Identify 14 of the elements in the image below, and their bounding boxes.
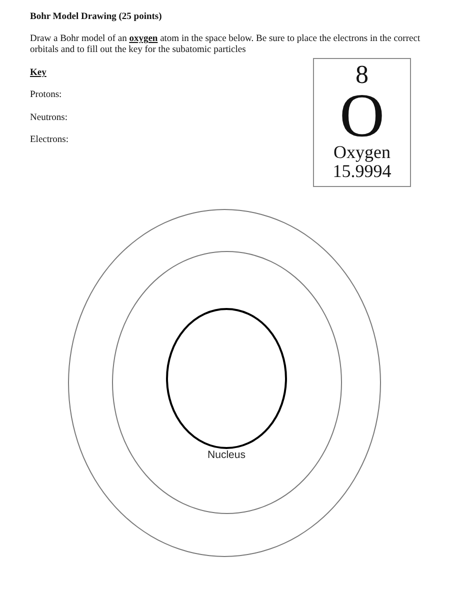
element-symbol: O [340, 89, 384, 143]
title: Bohr Model Drawing (25 points) [30, 12, 162, 23]
key-heading: Key [30, 68, 46, 79]
nucleus-label: Nucleus [206, 449, 246, 462]
atomic-number: 8 [354, 61, 370, 89]
orbit-ring [68, 209, 381, 557]
field-label: Protons: [30, 90, 62, 101]
instruction-text: Draw a Bohr model of an oxygen atom in the space below. Be sure to place the electrons in the correct orbitals and to fill out the key for the subatomic particles [30, 34, 422, 56]
atomic-mass: 15.9994 [332, 162, 392, 181]
element-name: Oxygen [332, 143, 392, 162]
orbit-ring [112, 251, 342, 514]
element-card [313, 58, 411, 187]
field-label: Electrons: [30, 135, 69, 146]
field-label: Neutrons: [30, 113, 68, 124]
